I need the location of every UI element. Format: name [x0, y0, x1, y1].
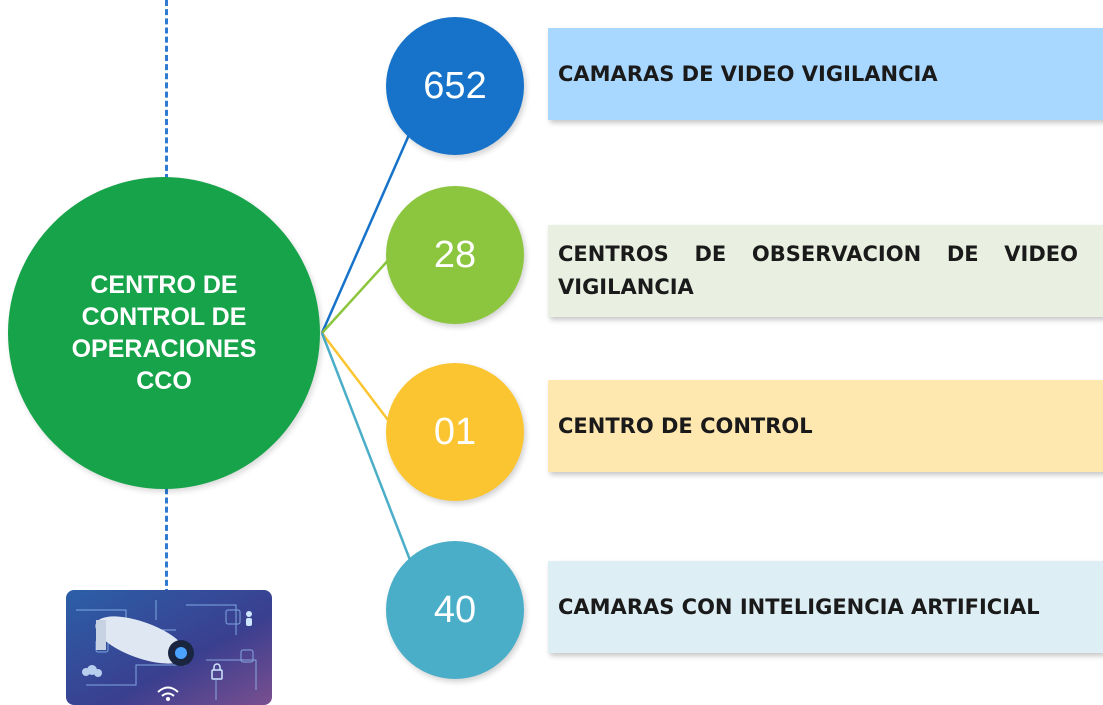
dashed-connector-bottom: [165, 470, 168, 595]
label-bar-cameras: CAMARAS DE VIDEO VIGILANCIA: [548, 28, 1103, 120]
number-control-center: 01: [433, 410, 477, 453]
connector-line-3: [321, 332, 389, 421]
label-cameras: CAMARAS DE VIDEO VIGILANCIA: [558, 61, 938, 86]
number-circle-observation-centers: 28: [386, 186, 524, 324]
user-icon: [246, 611, 252, 626]
security-camera-thumbnail: [66, 590, 272, 705]
connector-line-4: [320, 332, 412, 561]
cloud-icon: [82, 665, 102, 677]
label-observation-centers: CENTROS DE OBSERVACION DE VIDEO VIGILANC…: [558, 242, 1078, 299]
number-circle-control-center: 01: [386, 363, 524, 501]
number-circle-cameras: 652: [386, 17, 524, 155]
hub-label: CENTRO DE CONTROL DE OPERACIONES CCO: [71, 271, 257, 395]
connector-line-2: [321, 255, 393, 334]
label-bar-ai-cameras: CAMARAS CON INTELIGENCIA ARTIFICIAL: [548, 561, 1103, 653]
lock-icon: [211, 663, 223, 680]
dashed-connector-top: [165, 0, 168, 180]
number-observation-centers: 28: [433, 233, 477, 276]
wifi-icon: [157, 686, 179, 697]
central-hub-circle: CENTRO DE CONTROL DE OPERACIONES CCO: [8, 177, 320, 489]
label-bar-control-center: CENTRO DE CONTROL: [548, 380, 1103, 472]
label-control-center: CENTRO DE CONTROL: [558, 413, 813, 438]
number-circle-ai-cameras: 40: [386, 541, 524, 679]
number-ai-cameras: 40: [433, 588, 477, 631]
label-bar-observation-centers: CENTROS DE OBSERVACION DE VIDEO VIGILANC…: [548, 225, 1103, 317]
label-ai-cameras: CAMARAS CON INTELIGENCIA ARTIFICIAL: [558, 594, 1040, 619]
connector-line-1: [320, 127, 414, 334]
security-camera-icon: [95, 616, 194, 666]
number-cameras: 652: [423, 64, 487, 107]
